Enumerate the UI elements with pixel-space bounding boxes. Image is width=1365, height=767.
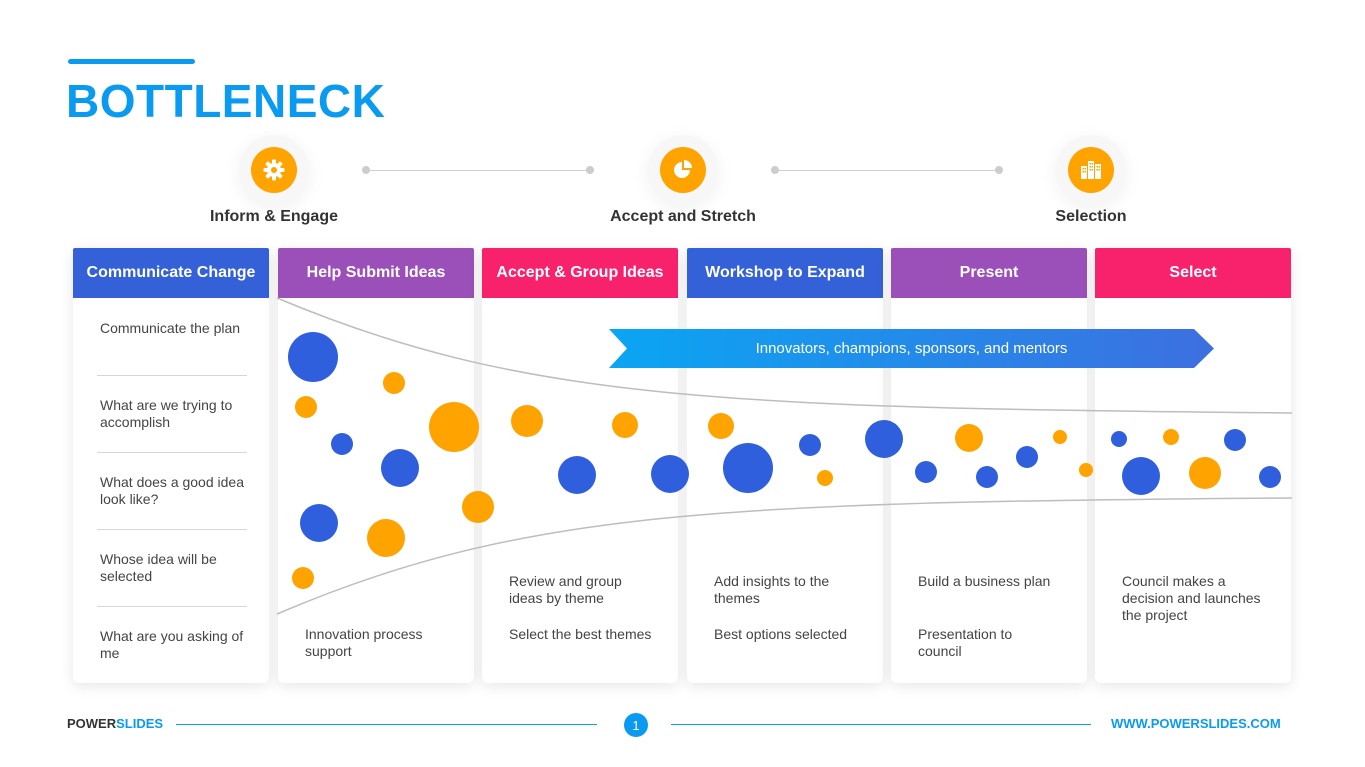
column-note: Select the best themes <box>509 626 652 642</box>
footer-line <box>671 724 1091 725</box>
gear-icon <box>251 147 297 193</box>
column-note: Add insights to the themes <box>714 573 830 606</box>
pie-chart-icon <box>660 147 706 193</box>
idea-bubble-blue <box>915 461 937 483</box>
column-note: Presentation to council <box>918 626 1013 659</box>
column-workshop-to-expand: Workshop to Expand Add insights to the t… <box>687 248 883 683</box>
idea-bubble-orange <box>295 396 317 418</box>
idea-bubble-blue <box>558 456 596 494</box>
idea-bubble-orange <box>1163 429 1179 445</box>
connector-line <box>366 170 590 171</box>
idea-bubble-orange <box>1053 430 1067 444</box>
idea-bubble-blue <box>1111 431 1127 447</box>
page-title: BOTTLENECK <box>66 75 386 127</box>
footer-line <box>176 724 597 725</box>
idea-bubble-blue <box>1122 457 1160 495</box>
stakeholders-arrow <box>609 329 1214 368</box>
stage-label: Accept and Stretch <box>610 208 756 225</box>
idea-bubble-blue <box>799 434 821 456</box>
idea-bubble-blue <box>865 420 903 458</box>
idea-bubble-blue <box>1259 466 1281 488</box>
idea-bubble-orange <box>1079 463 1093 477</box>
idea-bubble-orange <box>1189 457 1221 489</box>
column-note: Innovation process support <box>305 626 423 659</box>
divider <box>97 529 247 530</box>
idea-bubble-orange <box>612 412 638 438</box>
idea-bubble-orange <box>429 402 479 452</box>
title-accent-bar <box>68 59 195 64</box>
stage-label: Selection <box>1055 208 1127 225</box>
idea-bubble-orange <box>511 405 543 437</box>
idea-bubble-orange <box>462 491 494 523</box>
column-communicate-change: Communicate Change Communicate the plan … <box>73 248 269 683</box>
idea-bubble-orange <box>383 372 405 394</box>
idea-bubble-orange <box>367 519 405 557</box>
idea-bubble-blue <box>976 466 998 488</box>
idea-bubble-orange <box>708 413 734 439</box>
column-note: Review and group ideas by theme <box>509 573 622 606</box>
column-header: Accept & Group Ideas <box>482 248 678 298</box>
column-header: Help Submit Ideas <box>278 248 474 298</box>
connector-dot <box>995 166 1003 174</box>
question-item: What does a good idea look like? <box>100 474 244 507</box>
idea-bubble-blue <box>288 332 338 382</box>
idea-bubble-orange <box>292 567 314 589</box>
idea-bubble-blue <box>651 455 689 493</box>
funnel-top-curve <box>276 297 1293 414</box>
idea-bubble-orange <box>955 424 983 452</box>
funnel-bottom-curve <box>276 497 1293 615</box>
question-item: Whose idea will be selected <box>100 551 217 584</box>
brand-suffix: SLIDES <box>116 716 164 731</box>
idea-bubble-orange <box>817 470 833 486</box>
connector-dot <box>586 166 594 174</box>
stakeholders-label: Innovators, champions, sponsors, and men… <box>755 340 1068 357</box>
question-item: What are you asking of me <box>100 628 244 661</box>
column-present: Present Build a business plan Presentati… <box>891 248 1087 683</box>
idea-bubble-blue <box>723 443 773 493</box>
column-header: Present <box>891 248 1087 298</box>
column-header: Workshop to Expand <box>687 248 883 298</box>
column-header: Select <box>1095 248 1291 298</box>
page-number: 1 <box>624 713 648 737</box>
brand-prefix: POWER <box>67 716 117 731</box>
divider <box>97 606 247 607</box>
idea-bubble-blue <box>1016 446 1038 468</box>
idea-bubble-blue <box>300 504 338 542</box>
stage-label: Inform & Engage <box>209 208 338 225</box>
divider <box>97 452 247 453</box>
idea-bubble-blue <box>331 433 353 455</box>
idea-bubble-blue <box>1224 429 1246 451</box>
brand-logo: POWERSLIDES <box>67 716 163 731</box>
buildings-icon <box>1068 147 1114 193</box>
divider <box>97 375 247 376</box>
question-item: What are we trying to accomplish <box>100 397 233 430</box>
column-note: Best options selected <box>714 626 848 642</box>
column-help-submit-ideas: Help Submit Ideas Innovation process sup… <box>278 248 474 683</box>
idea-bubble-blue <box>381 449 419 487</box>
column-note: Council makes a decision and launches th… <box>1122 573 1261 623</box>
website-url[interactable]: WWW.POWERSLIDES.COM <box>1111 716 1281 731</box>
question-item: Communicate the plan <box>100 320 241 336</box>
column-header: Communicate Change <box>73 248 269 298</box>
connector-line <box>775 170 999 171</box>
column-note: Build a business plan <box>918 573 1051 589</box>
